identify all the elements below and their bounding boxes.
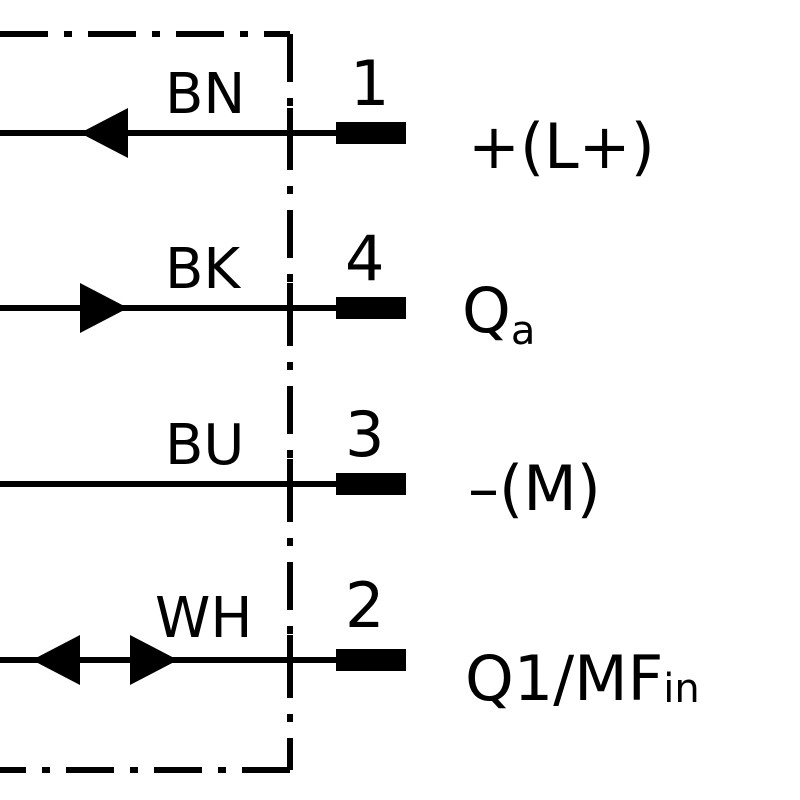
pin-number: 3 (345, 398, 384, 471)
arrow-left-icon (32, 635, 80, 685)
signal-label: +(L+) (468, 110, 655, 183)
wire-color-label: BU (165, 413, 244, 478)
pin-number: 4 (345, 222, 384, 295)
signal-main: Q (462, 274, 511, 347)
arrow-left-icon (80, 108, 128, 158)
connection-row-1: BN 1 +(L+) (0, 47, 655, 183)
arrow-right-icon (130, 635, 178, 685)
connection-row-4: WH 2 Q1/MFin (0, 569, 700, 715)
pin-number: 1 (350, 47, 389, 120)
signal-subscript: a (511, 308, 536, 354)
wire-color-label: BK (165, 237, 241, 302)
signal-main: Q1/MF (465, 642, 663, 715)
connection-row-3: BU 3 –(M) (0, 398, 601, 525)
signal-label: Q1/MFin (465, 642, 700, 715)
wire-color-label: WH (155, 586, 252, 651)
terminal-pin (336, 297, 406, 319)
terminal-pin (336, 122, 406, 144)
arrow-right-icon (80, 283, 128, 333)
pin-number: 2 (345, 569, 384, 642)
terminal-pin (336, 473, 406, 495)
terminal-pin (336, 649, 406, 671)
wire-color-label: BN (165, 62, 245, 127)
signal-label: Qa (462, 274, 535, 354)
signal-main: +(L+) (468, 110, 655, 183)
connection-row-2: BK 4 Qa (0, 222, 535, 354)
signal-main: –(M) (468, 452, 601, 525)
signal-subscript: in (663, 666, 699, 712)
signal-label: –(M) (468, 452, 601, 525)
